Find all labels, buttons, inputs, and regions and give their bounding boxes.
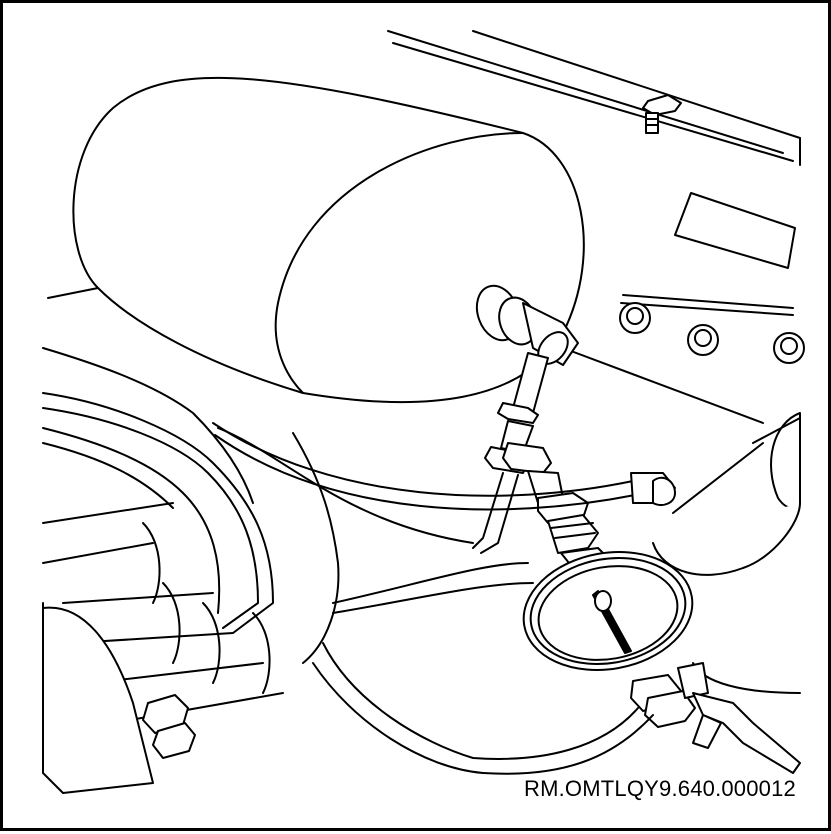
air-tank	[47, 76, 585, 404]
figure-reference-code: RM.OMTLQY9.640.000012	[523, 776, 796, 801]
left-pipe-bundle	[42, 347, 284, 794]
tee-fitting	[502, 442, 609, 569]
nut-2	[687, 324, 719, 356]
lower-pipes	[217, 427, 654, 775]
nut-1	[619, 302, 651, 334]
gauge-needle	[592, 590, 632, 654]
pressure-gauge	[522, 551, 694, 671]
right-drum	[652, 412, 801, 694]
tank-outlet-fitting	[475, 284, 579, 366]
top-panel	[387, 30, 801, 269]
left-clamp	[142, 694, 196, 759]
illustration	[42, 30, 805, 794]
mounting-plate	[562, 294, 794, 424]
nut-3	[773, 332, 805, 364]
air-hose	[212, 422, 676, 511]
gauge-fitting	[630, 662, 801, 774]
